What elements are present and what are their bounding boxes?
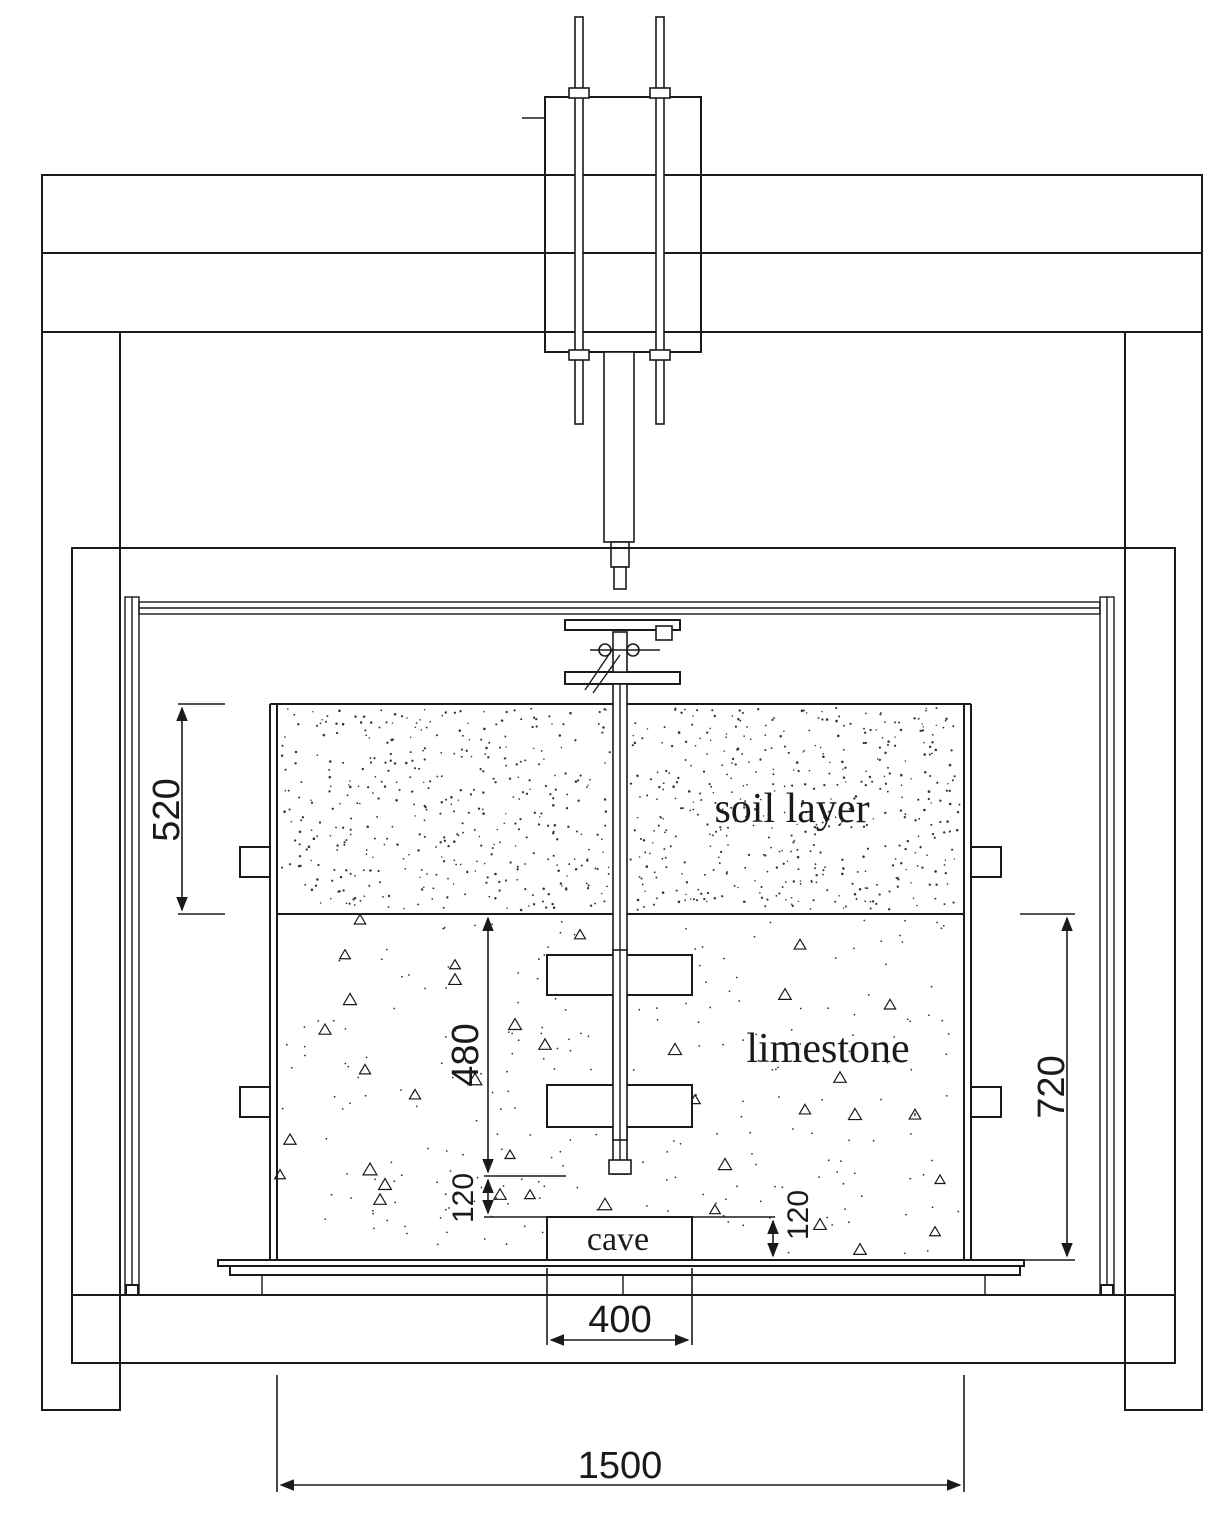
dimension-limestone-thickness: 720 [1020, 913, 1075, 1261]
guide-frame [124, 596, 1115, 1296]
dimension-label-limestone: 720 [1031, 1055, 1073, 1118]
left-column [41, 331, 121, 1411]
cave-label: cave [587, 1221, 649, 1258]
dimension-120-right: 120 [692, 1190, 815, 1258]
dimension-120-left: 120 [447, 1173, 547, 1223]
loading-device [522, 16, 702, 590]
dimension-label-1500: 1500 [578, 1445, 663, 1487]
container-outline [71, 547, 1176, 1364]
bottom-plate [544, 331, 702, 353]
dimension-label-soil: 520 [146, 778, 188, 841]
threaded-rod-left [574, 16, 584, 425]
dimension-box-width: 1500 [276, 1375, 965, 1492]
test-pile [546, 683, 693, 1175]
right-column [1124, 331, 1203, 1411]
dimension-label-480: 480 [445, 1023, 487, 1086]
cave-void [546, 1216, 693, 1261]
dimension-480: 480 [445, 916, 566, 1177]
soil-layer-label: soil layer [714, 786, 869, 832]
dimension-soil-thickness: 520 [146, 703, 225, 915]
dimension-label-400: 400 [588, 1299, 651, 1341]
dimension-label-120-left: 120 [447, 1173, 480, 1223]
dimension-label-120-right: 120 [782, 1190, 815, 1240]
dimension-cave-width: 400 [546, 1268, 693, 1346]
limestone-label: limestone [746, 1026, 909, 1072]
top-plate [544, 96, 702, 176]
limestone-aggregate [273, 913, 947, 1256]
jack-body [544, 174, 702, 333]
jack-piston [603, 351, 635, 543]
cave: cave [546, 1216, 693, 1261]
threaded-rod-right [655, 16, 665, 425]
soil-layer-texture [280, 707, 961, 912]
pile-cap-fixture [564, 619, 681, 694]
